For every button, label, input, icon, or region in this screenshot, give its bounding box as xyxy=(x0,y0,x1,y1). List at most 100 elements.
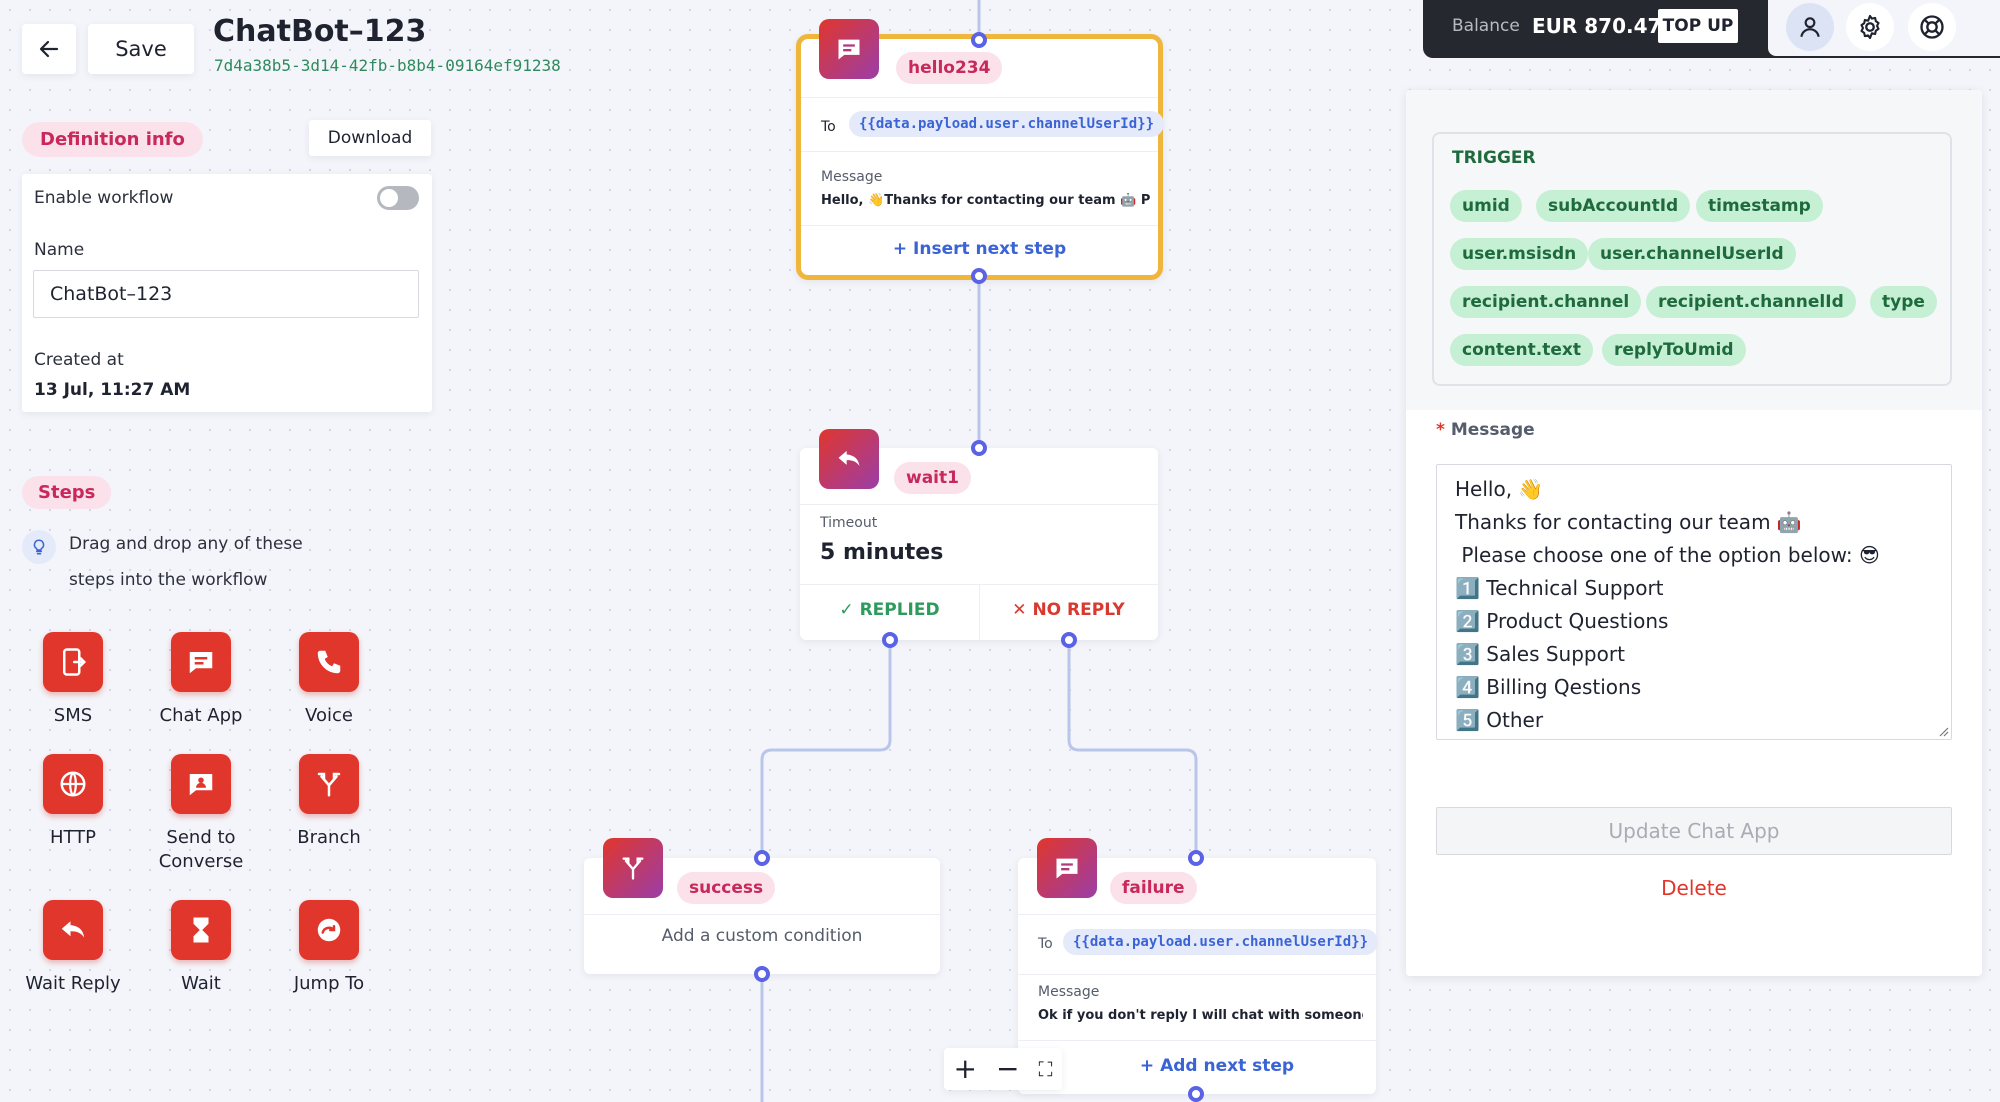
message-label: Message xyxy=(1038,984,1100,1000)
step-wait-reply[interactable]: Wait Reply xyxy=(9,900,137,996)
output-port[interactable] xyxy=(971,268,987,284)
input-port[interactable] xyxy=(971,32,987,48)
message-line: 1️⃣ Technical Support xyxy=(1455,576,1664,600)
step-label: Wait xyxy=(181,973,221,994)
branch-icon xyxy=(299,754,359,814)
message-line: 4️⃣ Billing Qestions xyxy=(1455,675,1642,699)
step-label: SMS xyxy=(53,705,93,726)
branch-node-icon xyxy=(603,838,663,898)
step-label: Chat App xyxy=(159,705,243,726)
no-reply-branch[interactable]: ✕ NO REPLY xyxy=(1012,600,1125,620)
settings-button[interactable] xyxy=(1846,3,1894,51)
help-button[interactable] xyxy=(1908,3,1956,51)
created-at-value: 13 Jul, 11:27 AM xyxy=(34,380,191,400)
zoom-controls: + − ⛶ xyxy=(944,1048,1062,1090)
close-icon: ✕ xyxy=(1012,600,1033,620)
message-preview: Ok if you don't reply I will chat with s… xyxy=(1038,1008,1363,1023)
insert-next-step-button[interactable]: + Insert next step xyxy=(892,239,1067,259)
to-label: To xyxy=(821,119,836,135)
trigger-field-pill[interactable]: subAccountId xyxy=(1536,190,1691,222)
step-label: Branch xyxy=(297,827,361,848)
jump-icon xyxy=(299,900,359,960)
download-button[interactable]: Download xyxy=(309,120,431,156)
reply-icon xyxy=(43,900,103,960)
update-chat-app-button[interactable]: Update Chat App xyxy=(1436,807,1952,855)
step-http[interactable]: HTTP xyxy=(9,754,137,850)
arrow-left-icon xyxy=(39,40,59,58)
workflow-id: 7d4a38b5-3d14-42fb-b8b4-09164ef91238 xyxy=(214,56,561,75)
step-voice[interactable]: Voice xyxy=(265,632,393,728)
message-preview: Hello, 👋Thanks for contacting our team 🤖… xyxy=(821,193,1151,208)
to-variable: {{data.payload.user.channelUserId}} xyxy=(1063,929,1379,955)
output-port[interactable] xyxy=(754,966,770,982)
globe-icon xyxy=(43,754,103,814)
fit-view-button[interactable]: ⛶ xyxy=(1038,1057,1053,1081)
no-reply-port[interactable] xyxy=(1061,632,1077,648)
trigger-field-pill[interactable]: recipient.channel xyxy=(1450,286,1642,318)
chat-icon xyxy=(171,632,231,692)
delete-button[interactable]: Delete xyxy=(1661,876,1727,900)
steps-hint-line2: steps into the workflow xyxy=(69,570,268,590)
plus-icon: + xyxy=(1139,1056,1161,1076)
output-port[interactable] xyxy=(1188,1086,1204,1102)
message-textarea[interactable]: Hello, 👋 Thanks for contacting our team … xyxy=(1436,464,1952,740)
save-button[interactable]: Save xyxy=(88,24,194,74)
enable-workflow-toggle[interactable] xyxy=(377,186,419,210)
timeout-label: Timeout xyxy=(820,515,878,531)
step-editor-panel: TRIGGER umid subAccountId timestamp user… xyxy=(1406,90,1982,976)
replied-branch[interactable]: ✓ REPLIED xyxy=(839,600,940,620)
node-tag-failure: failure xyxy=(1110,872,1197,904)
trigger-field-pill[interactable]: recipient.channelId xyxy=(1646,286,1856,318)
phone-icon xyxy=(299,632,359,692)
back-button[interactable] xyxy=(22,24,76,74)
step-wait[interactable]: Wait xyxy=(137,900,265,996)
node-wait[interactable]: Timeout 5 minutes ✓ REPLIED ✕ NO REPLY xyxy=(800,448,1158,640)
trigger-field-pill[interactable]: content.text xyxy=(1450,334,1593,366)
message-line: Hello, 👋 xyxy=(1455,477,1544,501)
sms-icon xyxy=(43,632,103,692)
trigger-field-pill[interactable]: timestamp xyxy=(1696,190,1823,222)
message-line: 2️⃣ Product Questions xyxy=(1455,609,1669,633)
trigger-field-pill[interactable]: type xyxy=(1870,286,1937,318)
account-button[interactable] xyxy=(1786,3,1834,51)
balance-value: EUR 870.47 xyxy=(1532,14,1662,38)
add-custom-condition[interactable]: Add a custom condition xyxy=(661,926,863,946)
step-sms[interactable]: SMS xyxy=(9,632,137,728)
zoom-out-button[interactable]: − xyxy=(995,1052,1020,1085)
name-label: Name xyxy=(34,240,85,260)
steps-hint-line1: Drag and drop any of these xyxy=(69,534,303,554)
step-jump-to[interactable]: Jump To xyxy=(265,900,393,996)
zoom-in-button[interactable]: + xyxy=(953,1052,977,1085)
plus-icon: + xyxy=(892,239,914,259)
definition-card: Enable workflow Name Created at 13 Jul, … xyxy=(22,174,432,412)
step-chat-app[interactable]: Chat App xyxy=(137,632,265,728)
check-icon: ✓ xyxy=(839,600,860,620)
name-input[interactable] xyxy=(33,270,419,318)
message-field-label: * Message xyxy=(1436,420,1535,440)
input-port[interactable] xyxy=(971,440,987,456)
step-branch[interactable]: Branch xyxy=(265,754,393,850)
replied-port[interactable] xyxy=(882,632,898,648)
input-port[interactable] xyxy=(754,850,770,866)
definition-info-label: Definition info xyxy=(22,122,203,157)
gear-icon xyxy=(1860,14,1880,40)
input-port[interactable] xyxy=(1188,850,1204,866)
node-tag-wait: wait1 xyxy=(894,462,971,494)
add-next-step-button[interactable]: + Add next step xyxy=(1139,1056,1295,1076)
node-tag-success: success xyxy=(677,872,776,904)
trigger-field-pill[interactable]: user.channelUserId xyxy=(1588,238,1796,270)
trigger-field-pill[interactable]: umid xyxy=(1450,190,1522,222)
trigger-box: TRIGGER umid subAccountId timestamp user… xyxy=(1432,132,1952,386)
trigger-field-pill[interactable]: user.msisdn xyxy=(1450,238,1589,270)
hint-bulb xyxy=(22,530,56,564)
top-up-button[interactable]: TOP UP xyxy=(1658,9,1738,43)
required-mark: * xyxy=(1436,420,1445,440)
step-label: HTTP xyxy=(49,827,97,848)
chat-node-icon xyxy=(819,19,879,79)
trigger-field-pill[interactable]: replyToUmid xyxy=(1602,334,1746,366)
reply-node-icon xyxy=(819,429,879,489)
step-label: Wait Reply xyxy=(25,973,121,994)
resize-handle-icon[interactable] xyxy=(1937,725,1949,737)
